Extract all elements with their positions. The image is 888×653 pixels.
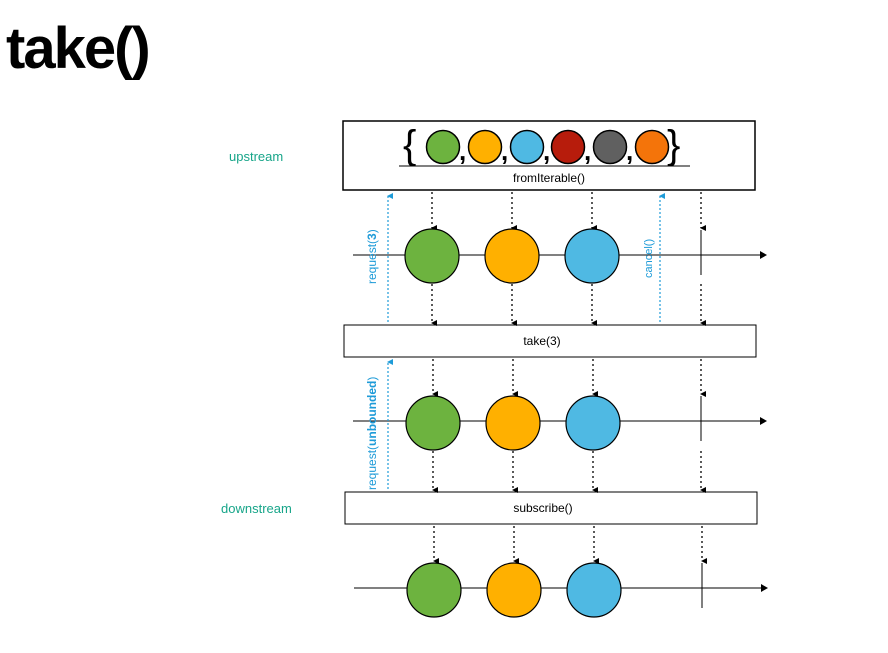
source-box-label: fromIterable() — [513, 171, 585, 185]
request-unbounded-label: request(unbounded) — [365, 377, 379, 490]
marbles-downstream — [406, 562, 622, 618]
source-items: ,,,,, — [425, 129, 670, 166]
marble-green — [405, 395, 461, 451]
right-brace: } — [667, 123, 680, 167]
marble-orange — [485, 395, 541, 451]
operator-box: take(3) — [343, 324, 757, 358]
item-separator: , — [584, 136, 591, 166]
marble-blue — [565, 395, 621, 451]
source-box: { } ,,,,, fromIterable() — [342, 120, 756, 191]
marble-green — [406, 562, 462, 618]
item-separator: , — [543, 136, 550, 166]
source-item-blue — [509, 129, 545, 165]
item-separator: , — [459, 136, 466, 166]
marble-blue — [566, 562, 622, 618]
request-3-label: request(3) — [365, 229, 379, 284]
item-separator: , — [501, 136, 508, 166]
sink-box: subscribe() — [344, 491, 758, 525]
emission-arrows — [431, 192, 707, 564]
item-separator: , — [626, 136, 633, 166]
marble-blue — [564, 228, 620, 284]
left-brace: { — [403, 123, 416, 167]
marble-orange — [484, 228, 540, 284]
source-item-dark-orange — [634, 129, 670, 165]
operator-box-label: take(3) — [523, 334, 560, 348]
sink-box-label: subscribe() — [513, 501, 572, 515]
upstream-label: upstream — [229, 149, 284, 164]
marbles-upstream — [404, 228, 620, 284]
cancel-label: cancel() — [643, 239, 655, 278]
source-item-green — [425, 129, 461, 165]
marbles-middle — [405, 395, 621, 451]
source-item-orange — [467, 129, 503, 165]
page-title: take() — [6, 16, 151, 81]
marble-orange — [486, 562, 542, 618]
source-item-gray — [592, 129, 628, 165]
marble-green — [404, 228, 460, 284]
request-arrows — [387, 193, 665, 489]
downstream-label: downstream — [221, 501, 292, 516]
source-item-red — [550, 129, 586, 165]
